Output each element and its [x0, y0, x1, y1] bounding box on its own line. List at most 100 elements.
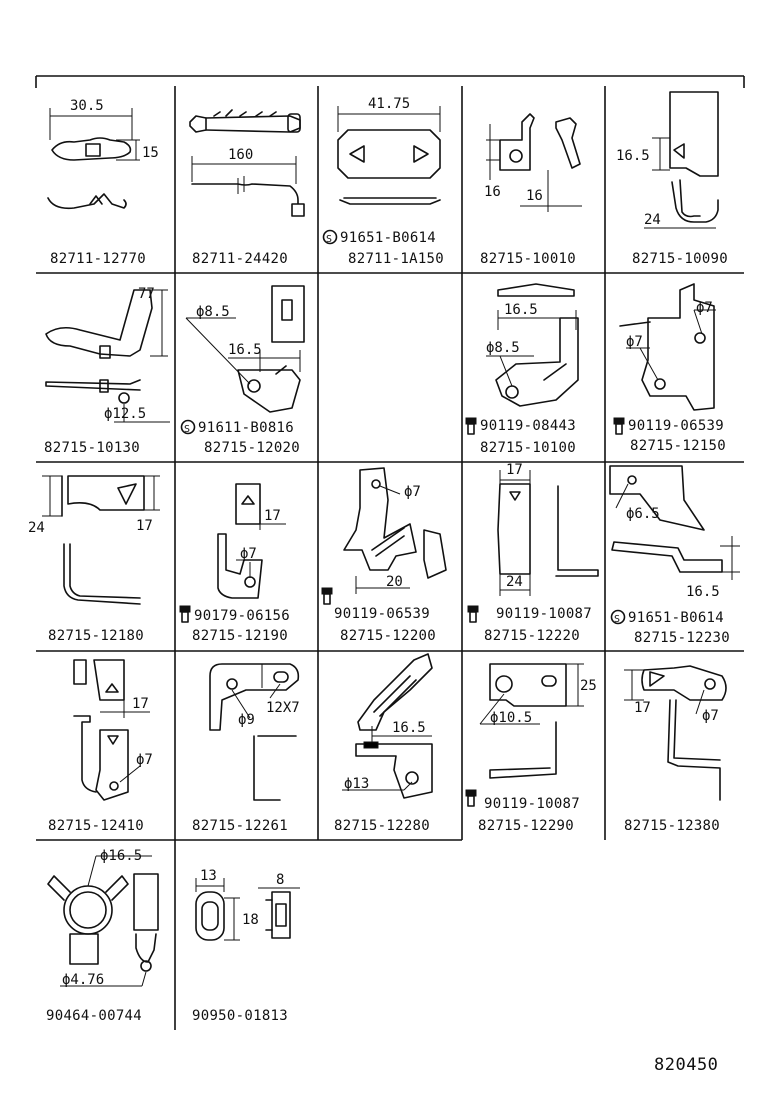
bracket-drawing [355, 653, 433, 799]
dim-lines [479, 663, 584, 725]
bracket-drawing [73, 659, 129, 801]
bolt-icon [613, 417, 625, 435]
dim-lines [195, 878, 300, 941]
part-number: 91651-B0614 [628, 610, 724, 626]
cell-r3c1: 24 17 82715-12180 [28, 475, 160, 644]
bracket-drawing [619, 283, 715, 411]
part-number: 82715-12150 [630, 438, 726, 454]
part-number: 82715-12200 [340, 628, 436, 644]
dim-label: 16.5 [616, 148, 650, 164]
dim-label: 24 [28, 520, 45, 536]
cell-r1c4: 16 16 82715-10010 [480, 113, 582, 267]
diagram-number: 820450 [654, 1055, 718, 1075]
dim-lines [644, 137, 716, 229]
dim-label: 13 [200, 868, 217, 884]
cell-r1c5: 16.5 24 82715-10090 [616, 91, 728, 267]
cell-r3c4: 17 24 90119-10087 82715-12220 [467, 462, 599, 644]
dim-label: 77 [138, 286, 155, 302]
part-number: 82715-12180 [48, 628, 144, 644]
part-number: 82715-12261 [192, 818, 288, 834]
dim-label: ϕ9 [238, 712, 255, 728]
dim-label: 17 [634, 700, 651, 716]
dim-label: 41.75 [368, 96, 410, 112]
dim-label: ϕ16.5 [100, 848, 142, 864]
grommet-drawing [195, 891, 291, 941]
dim-label: 16 [526, 188, 543, 204]
cell-r2c1: 77 ϕ12.5 82715-10130 [44, 286, 170, 456]
clip-drawing [641, 665, 727, 801]
part-number: 90950-01813 [192, 1008, 288, 1024]
svg-text:S: S [326, 234, 332, 245]
dim-lines [624, 669, 705, 715]
dim-label: ϕ7 [696, 300, 713, 316]
part-number: 90119-10087 [496, 606, 592, 622]
s-mark-icon: S [180, 419, 196, 435]
cell-r5c1: ϕ16.5 ϕ4.76 90464-00744 [46, 848, 159, 1024]
dim-lines [236, 512, 286, 578]
clip-pin-drawing [189, 109, 305, 217]
bolt-icon [465, 417, 477, 435]
bracket-drawing [669, 91, 719, 223]
part-number: 82715-10100 [480, 440, 576, 456]
dim-label: ϕ13 [344, 776, 369, 792]
plate-drawing [337, 129, 441, 205]
dim-label: ϕ12.5 [104, 406, 146, 422]
dim-lines [191, 156, 297, 184]
dim-label: ϕ8.5 [486, 340, 520, 356]
bracket-drawing [217, 483, 263, 599]
dim-label: ϕ7 [626, 334, 643, 350]
part-number: 82715-10010 [480, 251, 576, 267]
part-number: 90119-10087 [484, 796, 580, 812]
part-number: 90179-06156 [194, 608, 290, 624]
dim-lines [60, 855, 152, 987]
dim-label: ϕ7 [702, 708, 719, 724]
dim-label: ϕ4.76 [62, 972, 104, 988]
cell-r4c3: 16.5 ϕ13 82715-12280 [334, 653, 433, 834]
dim-label: ϕ8.5 [196, 304, 230, 320]
part-number: 82711-1A150 [348, 251, 444, 267]
cell-r2c2: ϕ8.5 16.5 S 91611-B0816 82715-12020 [180, 285, 305, 456]
dim-lines [486, 310, 577, 387]
bracket-drawing [497, 483, 599, 577]
part-number: 82715-12280 [334, 818, 430, 834]
bolt-icon [467, 605, 479, 623]
dim-label: 16.5 [504, 302, 538, 318]
dim-label: 16 [484, 184, 501, 200]
part-number: 90119-06539 [334, 606, 430, 622]
dim-label: 24 [644, 212, 661, 228]
clamp-drawing [45, 289, 153, 404]
cell-r2c4: 16.5 ϕ8.5 90119-08443 82715-10100 [465, 283, 579, 456]
part-number: 82715-12230 [634, 630, 730, 646]
cell-r3c3: ϕ7 20 90119-06539 82715-12200 [321, 467, 447, 644]
dim-lines [185, 317, 301, 385]
cell-r2c5: ϕ7 ϕ7 90119-06539 82715-12150 [613, 283, 726, 454]
dim-label: 17 [136, 518, 153, 534]
dim-label: 160 [228, 147, 253, 163]
cell-r4c2: ϕ9 12X7 82715-12261 [192, 663, 300, 834]
dim-label: 16.5 [228, 342, 262, 358]
dim-label: ϕ10.5 [490, 710, 532, 726]
dim-label: 15 [142, 145, 159, 161]
dim-label: 8 [276, 872, 284, 888]
bolt-icon [179, 605, 191, 623]
dim-lines [100, 700, 150, 783]
dim-label: 25 [580, 678, 597, 694]
dim-lines [114, 289, 170, 423]
dim-lines [486, 124, 582, 212]
part-number: 90464-00744 [46, 1008, 142, 1024]
cell-r4c4: 25 ϕ10.5 90119-10087 82715-12290 [465, 663, 597, 834]
dim-label: ϕ6.5 [626, 506, 660, 522]
grid-frame [35, 75, 745, 1030]
part-number: 82715-10130 [44, 440, 140, 456]
dim-label: 17 [506, 462, 523, 478]
dim-label: 17 [264, 508, 281, 524]
cell-r1c2: 160 82711-24420 [189, 109, 305, 267]
dim-label: ϕ7 [404, 484, 421, 500]
dim-label: 18 [242, 912, 259, 928]
cell-r3c5: ϕ6.5 16.5 S 91651-B0614 82715-12230 [609, 465, 740, 646]
dim-label: 12X7 [266, 700, 300, 716]
cell-r4c5: 17 ϕ7 82715-12380 [624, 665, 727, 834]
svg-text:S: S [184, 424, 190, 435]
part-number: 82715-12020 [204, 440, 300, 456]
